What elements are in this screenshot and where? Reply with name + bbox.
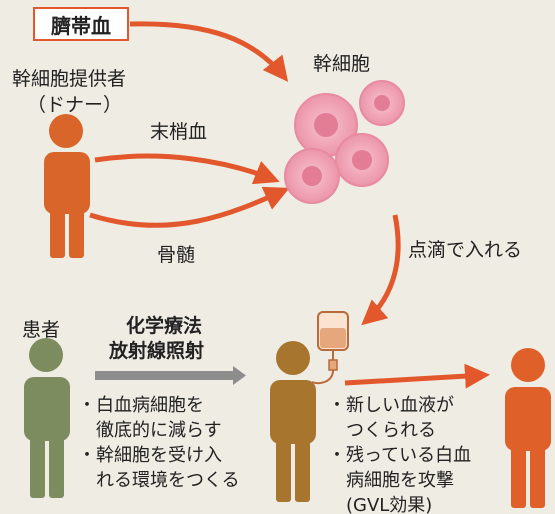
patient-label: 患者 <box>22 319 61 341</box>
notes-left-line: れる環境をつくる <box>78 470 240 491</box>
drip-label: 点滴で入れる <box>408 239 523 261</box>
notes-right-line: 病細胞を攻撃 <box>328 470 454 491</box>
stem-cells-label: 幹細胞 <box>313 53 371 75</box>
arrow-cells-to-drip <box>361 214 401 326</box>
notes-left-line: ・白血病細胞を <box>78 395 204 416</box>
arrow-cord-to-cells <box>129 21 289 82</box>
therapy-label-radiation: 放射線照射 <box>109 340 205 362</box>
notes-left-line: 徹底的に減らす <box>78 420 222 441</box>
stem-cells-illustration <box>284 80 405 204</box>
notes-right: ・新しい血液が つくられる ・残っている白血 病細胞を攻撃 (GVL効果) <box>328 393 471 514</box>
notes-left-line: ・幹細胞を受け入 <box>78 445 222 466</box>
notes-right-line: つくられる <box>328 420 436 441</box>
arrow-therapy <box>95 366 246 385</box>
arrow-peripheral-blood <box>94 153 280 185</box>
donor-figure <box>44 114 90 258</box>
notes-right-line: ・残っている白血 <box>328 445 472 466</box>
peripheral-blood-label: 末梢血 <box>150 121 208 143</box>
donor-sublabel: （ドナー） <box>27 94 123 116</box>
cord-blood-label: 臍帯血 <box>33 7 129 41</box>
notes-right-line: ・新しい血液が <box>328 395 454 416</box>
recovered-patient-figure <box>505 348 551 508</box>
therapy-label-chemo: 化学療法 <box>126 315 203 337</box>
donor-label: 幹細胞提供者 <box>12 68 127 90</box>
iv-drip-icon <box>311 311 349 385</box>
notes-left: ・白血病細胞を 徹底的に減らす ・幹細胞を受け入 れる環境をつくる <box>78 393 240 493</box>
patient-figure <box>24 338 70 498</box>
arrow-bone-marrow <box>89 186 290 228</box>
notes-right-line: (GVL効果) <box>328 495 433 514</box>
treated-patient-figure <box>270 341 316 502</box>
bone-marrow-label: 骨髄 <box>157 244 196 266</box>
arrow-to-recovered <box>344 363 490 389</box>
